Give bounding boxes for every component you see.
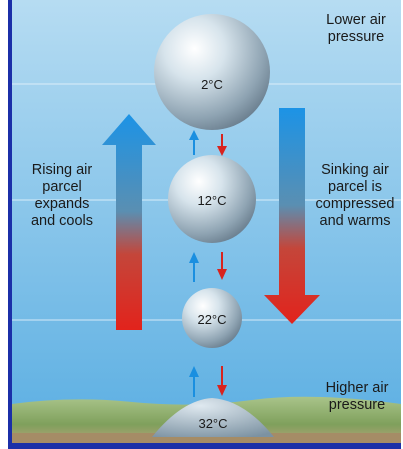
- surface-parcel: [152, 398, 274, 437]
- rising-line-4: and cools: [30, 213, 94, 229]
- rising-line-3: expands: [34, 196, 90, 212]
- rising-line-2: parcel: [42, 179, 82, 195]
- parcel-sphere-top: [154, 14, 270, 130]
- small-up-arrows: [189, 130, 199, 397]
- rising-line-1: Rising air: [31, 162, 93, 178]
- temp-label-upper: 12°C: [197, 193, 227, 208]
- temp-label-lower: 22°C: [197, 312, 227, 327]
- temp-label-surface: 32°C: [198, 416, 228, 431]
- temp-label-top: 2°C: [201, 77, 223, 92]
- higher-pressure-label: Higher air pressure: [316, 380, 398, 414]
- sinking-line-1: Sinking air: [321, 162, 389, 178]
- rising-label: Rising air parcel expands and cools: [20, 162, 104, 230]
- higher-pressure-line-1: Higher air: [325, 380, 389, 396]
- sinking-label: Sinking air parcel is compressed and war…: [310, 162, 400, 230]
- diagram-frame: Lower air pressure Higher air pressure R…: [8, 0, 401, 449]
- sinking-arrow: [264, 108, 320, 324]
- parcel-sphere-upper: [168, 155, 256, 243]
- sinking-line-3: compressed: [315, 196, 395, 212]
- lower-pressure-line-1: Lower air: [326, 12, 386, 28]
- sinking-line-4: and warms: [319, 213, 391, 229]
- air-parcel-diagram: [12, 0, 401, 443]
- small-down-arrows: [217, 134, 227, 396]
- rising-arrow: [102, 114, 156, 330]
- lower-pressure-line-2: pressure: [327, 29, 385, 45]
- sinking-line-2: parcel is: [328, 179, 382, 195]
- parcel-sphere-lower: [182, 288, 242, 348]
- higher-pressure-line-2: pressure: [328, 397, 386, 413]
- soil-strip: [12, 433, 401, 443]
- lower-pressure-label: Lower air pressure: [316, 12, 396, 46]
